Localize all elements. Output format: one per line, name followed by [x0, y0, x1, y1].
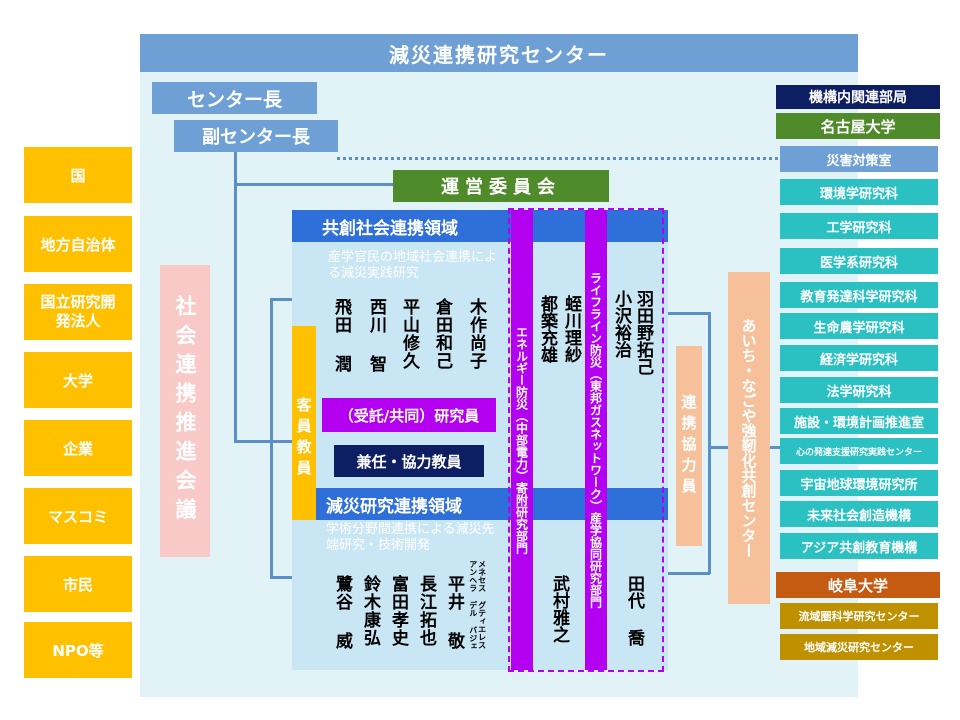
- member-name: 小沢裕治: [611, 290, 632, 358]
- title-bar: 減災連携研究センター: [140, 34, 858, 72]
- aichi-center-label: あいち・なごや強靭化共創センター: [739, 318, 758, 558]
- nagoya-unit: 教育発達科学研究科: [780, 282, 938, 308]
- connector-bracket-bottom: [270, 576, 294, 579]
- nagoya-unit: 施設・環境計画推進室: [780, 408, 938, 434]
- lifeline-dept-label: ライフライン防災（東邦ガスネットワーク）産学協同研究部門: [588, 272, 603, 608]
- member-name: 西川 智: [366, 298, 387, 373]
- member-name: 田代 喬: [624, 575, 645, 646]
- center-head-box: センター長: [152, 82, 317, 114]
- member-name: 鈴木康弘: [360, 575, 381, 647]
- member-name: 木作尚子: [466, 298, 487, 370]
- area2-header: 減災研究連携領域: [316, 488, 668, 520]
- vice-head-label: 副センター長: [202, 127, 310, 148]
- cooperation-box: 連携協力員: [676, 346, 702, 546]
- area1-title: 共創社会連携領域: [322, 218, 458, 239]
- connector-aichi-to-units: [770, 446, 780, 449]
- connector-bracket-top: [270, 298, 294, 301]
- external-item: 企業: [24, 420, 132, 476]
- member-name: 武村雅之: [549, 575, 570, 643]
- related-departments-header: 機構内関連部局: [776, 85, 940, 109]
- member-name: 飛田 潤: [331, 298, 352, 373]
- external-item: マスコミ: [24, 488, 132, 544]
- nagoya-university-header: 名古屋大学: [776, 113, 940, 139]
- social-council-label: 社会連携推進会議: [173, 295, 197, 527]
- cooperation-label: 連携協力員: [679, 393, 698, 499]
- gifu-unit: 流域圏科学研究センター: [780, 603, 938, 629]
- external-item: NPO等: [24, 622, 132, 678]
- member-name: 富田孝史: [388, 575, 409, 647]
- member-name: 長江拓也: [416, 575, 437, 647]
- connector-to-area: [234, 440, 294, 443]
- external-item: 国立研究開発法人: [24, 284, 132, 340]
- member-name: 倉田和己: [432, 298, 453, 370]
- member-name: 都築充雄: [537, 295, 558, 363]
- steering-committee-box: 運営委員会: [393, 170, 609, 202]
- nagoya-unit: 工学研究科: [780, 213, 938, 239]
- gifu-university-header: 岐阜大学: [776, 572, 940, 598]
- nagoya-unit: 経済学研究科: [780, 345, 938, 371]
- connector-right-top: [668, 312, 710, 315]
- nagoya-unit-disaster-office: 災害対策室: [780, 146, 938, 172]
- member-name: 平山修久: [399, 298, 420, 370]
- external-item: 大学: [24, 352, 132, 408]
- member-name: 鷺谷 威: [332, 575, 353, 650]
- lifeline-dept-box: ライフライン防災（東邦ガスネットワーク）産学協同研究部門: [585, 210, 607, 670]
- vice-head-box: 副センター長: [174, 120, 338, 152]
- page-title: 減災連携研究センター: [389, 42, 609, 67]
- area2-title: 減災研究連携領域: [326, 496, 462, 517]
- energy-dept-box: エネルギー防災（中部電力）寄附研究部門: [511, 210, 533, 670]
- dotted-link-vice-to-disaster: [337, 157, 778, 160]
- nagoya-unit: 環境学研究科: [780, 179, 938, 205]
- endowed-departments-outline: [508, 208, 664, 672]
- area2-description: 学術分野間連携による減災先端研究・技術開発: [326, 522, 495, 554]
- social-council-box: 社会連携推進会議: [160, 265, 210, 557]
- center-head-label: センター長: [186, 88, 282, 111]
- concurrent-faculty-label: 兼任・協力教員: [356, 452, 462, 471]
- connector-to-steering: [234, 183, 394, 186]
- visiting-faculty-label: 客員教員: [294, 397, 313, 481]
- visiting-faculty-box: 客員教員: [292, 326, 316, 552]
- nagoya-unit: 心の発達支援研究実践センター: [780, 438, 938, 464]
- contract-researcher-box: （受託/共同）研究員: [322, 398, 496, 432]
- member-name-small: メネセス グティエレス アンヘラ デル バジェ: [468, 560, 487, 650]
- connector-to-aichi: [708, 446, 728, 449]
- external-item: 地方自治体: [24, 216, 132, 272]
- member-name: 羽田野拓己: [633, 290, 654, 375]
- member-name: 平井 敬: [444, 575, 465, 650]
- connector-right-vertical: [708, 312, 711, 574]
- area1-description: 産学官民の地域社会連携による減災実践研究: [328, 250, 498, 282]
- energy-dept-label: エネルギー防災（中部電力）寄附研究部門: [514, 326, 529, 554]
- contract-researcher-label: （受託/共同）研究員: [338, 406, 480, 425]
- steering-committee-label: 運営委員会: [441, 177, 561, 198]
- nagoya-unit: 生命農学研究科: [780, 313, 938, 339]
- nagoya-unit: 未来社会創造機構: [780, 501, 938, 527]
- connector-main-vertical: [234, 152, 237, 442]
- nagoya-unit: 法学研究科: [780, 377, 938, 403]
- aichi-center-box: あいち・なごや強靭化共創センター: [728, 272, 770, 604]
- member-name: 蛭川理紗: [561, 295, 582, 363]
- connector-bracket-vertical: [270, 298, 273, 578]
- nagoya-unit: 宇宙地球環境研究所: [780, 470, 938, 496]
- gifu-unit: 地域減災研究センター: [780, 634, 938, 660]
- nagoya-unit: 医学系研究科: [780, 248, 938, 274]
- concurrent-faculty-box: 兼任・協力教員: [334, 445, 484, 477]
- nagoya-unit: アジア共創教育機構: [780, 533, 938, 559]
- connector-right-bottom: [668, 572, 710, 575]
- external-item: 市民: [24, 556, 132, 612]
- external-item: 国: [24, 147, 132, 203]
